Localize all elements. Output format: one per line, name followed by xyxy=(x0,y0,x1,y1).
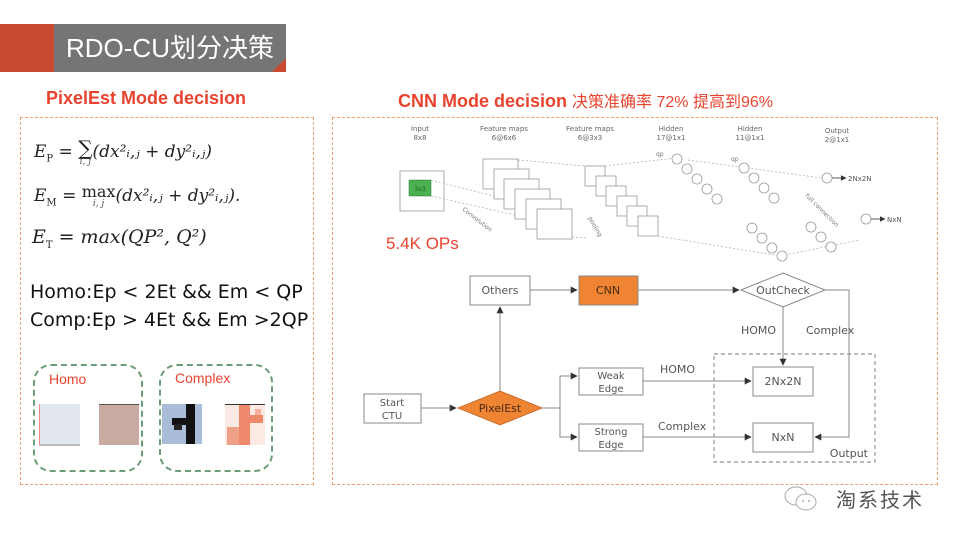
qp-input-label: qp xyxy=(656,151,664,158)
output-group-label: Output xyxy=(830,447,869,460)
formula-em-max: max i, j xyxy=(82,184,116,209)
cnn-node xyxy=(578,275,639,306)
layer-name: Feature maps xyxy=(566,125,614,133)
pooling-label: pooling xyxy=(586,216,603,239)
hidden-layer-2 xyxy=(738,162,837,262)
layer-name: Output xyxy=(825,127,850,135)
complex-sample-thumbnail xyxy=(162,404,202,444)
qp-input-label: qp xyxy=(731,156,739,163)
layer-name: Hidden xyxy=(738,125,763,133)
formula-em: EM = max i, j (dx²ᵢ,ⱼ + dy²ᵢ,ⱼ). xyxy=(34,182,241,209)
output-2nx2n-node xyxy=(752,366,814,397)
wechat-icon xyxy=(784,486,817,511)
cnn-heading: CNN Mode decision 决策准确率 72% 提高到96% xyxy=(398,88,773,112)
weak-label: Weak xyxy=(597,371,625,382)
cnn-output-nxn: NxN xyxy=(887,216,902,224)
output-nxn-node xyxy=(752,422,814,453)
flowchart: Others CNN OutCheck Start CTU PixelEst W… xyxy=(363,272,876,463)
homo-sample-group xyxy=(33,364,143,472)
sum-index: i, j xyxy=(79,157,92,167)
formula-em-body: (dx²ᵢ,ⱼ + dy²ᵢ,ⱼ). xyxy=(115,186,241,206)
output-2nx2n-label: 2Nx2N xyxy=(765,375,802,388)
complex-group-label: Complex xyxy=(175,370,231,386)
layer-dims: 17@1x1 xyxy=(657,134,686,142)
rule-homo: Homo:Ep < 2Et && Em < QP xyxy=(30,281,303,303)
formula-ep-lhs: E xyxy=(34,142,47,162)
layer-name: Feature maps xyxy=(480,125,528,133)
strong-label: Strong xyxy=(595,427,628,438)
complex-sample-group xyxy=(159,364,273,472)
formula-ep-body: (dx²ᵢ,ⱼ + dy²ᵢ,ⱼ) xyxy=(92,142,213,162)
ctu-label: CTU xyxy=(382,411,402,422)
formula-ep: EP = ∑ i, j (dx²ᵢ,ⱼ + dy²ᵢ,ⱼ) xyxy=(34,136,213,167)
outcheck-complex-label: Complex xyxy=(806,324,855,337)
cnn-label: CNN xyxy=(596,284,620,297)
formula-ep-lhs-sub: P xyxy=(46,153,54,165)
pixelest-heading: PixelEst Mode decision xyxy=(46,88,247,108)
sum-operator: ∑ xyxy=(78,136,93,160)
start-label: Start xyxy=(380,398,405,409)
kernel-block xyxy=(408,179,432,197)
layer-name: Input xyxy=(411,125,429,133)
layer-dims: 8x8 xyxy=(413,134,426,142)
formula-ep-sum: ∑ i, j xyxy=(78,138,92,167)
output-layer xyxy=(821,172,872,225)
start-ctu-node xyxy=(363,393,422,424)
layer-name: Hidden xyxy=(659,125,684,133)
formula-et-lhs-sub: T xyxy=(45,239,53,251)
outcheck-homo-label: HOMO xyxy=(741,324,776,337)
output-nxn-label: NxN xyxy=(772,431,795,444)
cnn-layer-labels: Input 8x8 Feature maps 6@6x6 Feature map… xyxy=(411,125,849,144)
title-bar xyxy=(54,24,286,72)
cnn-output-2nx2n: 2Nx2N xyxy=(848,175,872,183)
feature-maps-conv xyxy=(482,158,573,240)
feature-maps-pool xyxy=(584,165,659,237)
fc-lines xyxy=(604,157,861,257)
homo-sample-thumbnail xyxy=(39,404,80,446)
homo-group-label: Homo xyxy=(49,371,87,387)
formula-et: ET = max(QP², Q²) xyxy=(32,226,207,251)
edge-label: Edge xyxy=(598,384,623,395)
cnn-heading-title: CNN Mode decision xyxy=(398,91,568,111)
slide-title: RDO-CU划分决策 xyxy=(66,33,274,63)
others-label: Others xyxy=(482,284,519,297)
max-operator: max xyxy=(81,182,116,201)
cnn-heading-accuracy: 决策准确率 72% 提高到96% xyxy=(572,94,773,111)
title-corner-decoration xyxy=(272,58,286,72)
max-index: i, j xyxy=(92,199,105,209)
layer-dims: 6@6x6 xyxy=(492,134,517,142)
complex-sample-thumbnail xyxy=(225,404,265,445)
edge-pattern-orange xyxy=(227,405,263,445)
output-group xyxy=(713,353,876,463)
formula-et-rhs: max(QP², Q²) xyxy=(80,226,207,248)
layer-dims: 11@1x1 xyxy=(736,134,765,142)
title-accent-block xyxy=(0,24,54,72)
cnn-panel xyxy=(332,117,938,485)
pixelest-panel xyxy=(20,117,314,485)
edge-pattern-dark xyxy=(172,404,195,444)
hidden-layer-1 xyxy=(671,153,723,205)
kernel-label: 3x3 xyxy=(414,186,425,193)
outcheck-label: OutCheck xyxy=(756,284,810,297)
convolution-lines xyxy=(430,159,589,239)
convolution-label: Convolution xyxy=(461,206,494,234)
layer-dims: 6@3x3 xyxy=(578,134,603,142)
homo-sample-thumbnail xyxy=(99,404,139,445)
layer-dims: 2@1x1 xyxy=(825,136,850,144)
formula-et-lhs: E xyxy=(32,226,46,248)
edge-complex-label: Complex xyxy=(658,420,707,433)
others-node xyxy=(469,275,531,306)
edge-label: Edge xyxy=(598,440,623,451)
ops-count: 5.4K OPs xyxy=(386,234,459,253)
pixelest-label: PixelEst xyxy=(479,402,522,415)
footer-brand: 淘系技术 xyxy=(836,490,924,512)
edge-homo-label: HOMO xyxy=(660,363,695,376)
formula-em-lhs: E xyxy=(34,186,47,206)
rule-complex: Comp:Ep > 4Et && Em >2QP xyxy=(30,309,309,331)
formula-em-lhs-sub: M xyxy=(46,197,57,209)
